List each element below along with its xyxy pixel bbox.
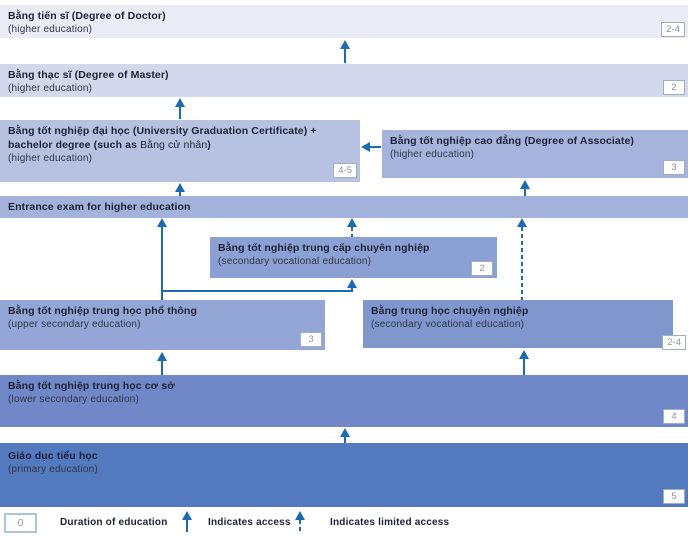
box-degree-of-associate-subtitle: (higher education) — [390, 149, 475, 160]
arrow-secondary-vocational-to-exam-limited-icon — [517, 218, 527, 300]
box-secondary-vocational-certificate-subtitle: (secondary vocational education) — [218, 256, 372, 267]
duration-badge-doctor: 2-4 — [661, 22, 685, 37]
box-degree-of-doctor-title: Bằng tiến sĩ (Degree of Doctor) — [8, 10, 166, 22]
duration-badge-master: 2 — [663, 80, 685, 95]
box-primary-education: Giáo dục tiểu học (primary education) 5 — [0, 443, 688, 507]
box-lower-secondary-title: Bằng tốt nghiệp trung học cơ sở — [8, 380, 175, 392]
box-primary-education-subtitle: (primary education) — [8, 464, 98, 475]
box-lower-secondary-subtitle: (lower secondary education) — [8, 394, 140, 405]
duration-badge-lower-secondary: 4 — [663, 409, 685, 424]
box-degree-of-associate-title: Bằng tốt nghiệp cao đẳng (Degree of Asso… — [390, 135, 634, 147]
arrow-upper-secondary-to-vocational-cert-icon — [347, 279, 357, 292]
bar-entrance-exam: Entrance exam for higher education — [0, 196, 688, 218]
legend-access-label: Indicates access — [208, 517, 291, 528]
box-university-graduation-subtitle: (higher education) — [8, 153, 93, 164]
box-lower-secondary: Bằng tốt nghiệp trung học cơ sở (lower s… — [0, 375, 688, 427]
box-university-graduation-title-line2: bachelor degree (such as Bằng cử nhân) — [8, 139, 211, 151]
duration-badge-associate: 3 — [663, 160, 685, 175]
box-upper-secondary-subtitle: (upper secondary education) — [8, 319, 141, 330]
arrow-associate-to-university-icon — [361, 142, 381, 152]
duration-badge-secondary-vocational: 2-4 — [662, 335, 686, 350]
box-university-graduation: Bằng tốt nghiệp đại học (University Grad… — [0, 120, 360, 182]
box-degree-of-master: Bằng thạc sĩ (Degree of Master) (higher … — [0, 64, 688, 97]
connector-upper-secondary-to-vocational-line — [161, 290, 353, 292]
arrow-lower-to-upper-secondary-icon — [157, 352, 167, 375]
box-upper-secondary: Bằng tốt nghiệp trung học phổ thông (upp… — [0, 300, 325, 350]
box-upper-secondary-title: Bằng tốt nghiệp trung học phổ thông — [8, 305, 197, 317]
box-degree-of-doctor: Bằng tiến sĩ (Degree of Doctor) (higher … — [0, 5, 688, 38]
arrow-exam-to-university-icon — [175, 183, 185, 196]
box-degree-of-master-subtitle: (higher education) — [8, 83, 93, 94]
box-secondary-vocational-certificate-title: Bằng tốt nghiệp trung cấp chuyên nghiệp — [218, 242, 430, 254]
duration-badge-primary: 5 — [663, 489, 685, 504]
arrow-exam-to-associate-icon — [520, 180, 530, 196]
duration-badge-university: 4-5 — [333, 163, 357, 178]
arrow-primary-to-lower-secondary-icon — [340, 428, 350, 443]
box-secondary-vocational-title: Bằng trung học chuyên nghiệp — [371, 305, 529, 317]
bar-entrance-exam-title: Entrance exam for higher education — [8, 201, 191, 213]
box-primary-education-title: Giáo dục tiểu học — [8, 450, 98, 462]
box-secondary-vocational-subtitle: (secondary vocational education) — [371, 319, 525, 330]
legend-limited-access-label: Indicates limited access — [330, 517, 450, 528]
box-secondary-vocational: Bằng trung học chuyên nghiệp (secondary … — [363, 300, 686, 350]
arrow-upper-secondary-to-exam-icon — [157, 218, 167, 300]
arrow-master-to-doctor-icon — [340, 40, 350, 63]
legend-access-arrow-icon — [182, 511, 192, 532]
box-university-graduation-title-line1: Bằng tốt nghiệp đại học (University Grad… — [8, 125, 317, 137]
box-degree-of-master-title: Bằng thạc sĩ (Degree of Master) — [8, 69, 169, 81]
box-secondary-vocational-certificate: Bằng tốt nghiệp trung cấp chuyên nghiệp … — [210, 237, 497, 278]
box-degree-of-associate: Bằng tốt nghiệp cao đẳng (Degree of Asso… — [382, 130, 688, 178]
legend-duration-badge: 0 — [4, 513, 37, 533]
duration-badge-upper-secondary: 3 — [300, 332, 322, 347]
arrow-university-to-master-icon — [175, 98, 185, 119]
arrow-vocational-cert-to-exam-limited-icon — [347, 218, 357, 237]
arrow-lower-secondary-to-secondary-vocational-icon — [519, 350, 529, 375]
duration-badge-secondary-vocational-certificate: 2 — [471, 261, 493, 276]
legend-duration-label: Duration of education — [60, 517, 168, 528]
box-degree-of-doctor-subtitle: (higher education) — [8, 24, 93, 35]
legend-limited-access-arrow-icon — [295, 511, 305, 532]
